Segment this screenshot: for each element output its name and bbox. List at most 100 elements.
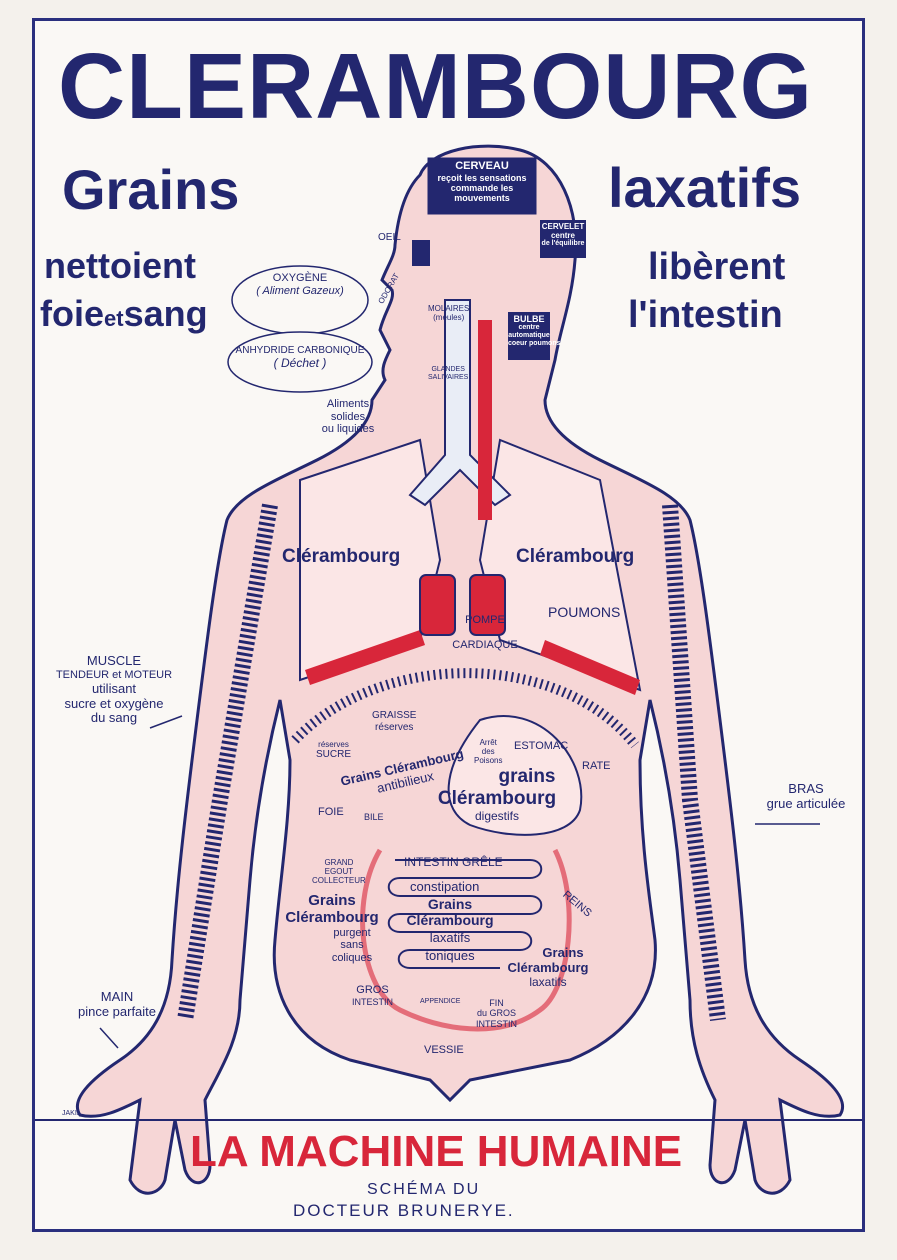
reserves-line-2: SUCRE: [316, 749, 352, 761]
aliments-label: Aliments solides ou liquides: [310, 398, 386, 436]
cervelet-line-1: CERVELET: [541, 222, 585, 231]
cerveau-line-2: commande les: [450, 182, 514, 193]
anhydride-label: ANHYDRIDE CARBONIQUE ( Déchet ): [232, 345, 368, 370]
reserves-label: réserves SUCRE: [316, 740, 351, 761]
body-silhouette: [75, 144, 845, 1195]
digestifs-line-1: grains: [498, 766, 556, 787]
laxatifs-toniques-line-1: Grains: [427, 896, 473, 912]
digestifs-line-3: digestifs: [474, 808, 520, 823]
estomac-label: ESTOMAC: [514, 740, 569, 752]
appendice-label: APPENDICE: [420, 998, 461, 1005]
purgent-line-2: Clérambourg: [285, 909, 379, 927]
muscle-label: MUSCLE TENDEUR et MOTEUR utilisant sucre…: [38, 653, 190, 726]
left-line-2-foie: foie: [40, 293, 105, 334]
purgent-label: Grains Clérambourg purgent sans coliques: [280, 892, 384, 964]
oeil-label: OEIL: [378, 232, 401, 243]
cervelet-line-3: de l'équilibre: [541, 240, 585, 248]
main-line-1: MAIN: [100, 989, 134, 1004]
signature: JAKIL: [62, 1110, 81, 1117]
arret-label: Arrêt des Poisons: [474, 738, 502, 766]
gros-intestin-label: GROS INTESTIN: [352, 984, 393, 1007]
small-intestine: [387, 859, 543, 969]
intestin-grele-label: INTESTIN GRÊLE: [404, 855, 503, 869]
pompe-line-1: POMPE: [465, 614, 505, 626]
graisse-line-2: réserves: [375, 721, 414, 733]
left-line-1: nettoient: [44, 245, 196, 286]
laxatifs-toniques-line-4: toniques: [425, 948, 475, 964]
anhydride-line-1: ANHYDRIDE CARBONIQUE: [235, 345, 365, 356]
arret-line-1: Arrêt: [479, 738, 497, 747]
stomach: [447, 715, 583, 836]
grand-egout-line-2: EGOUT: [324, 867, 354, 877]
aliments-line-1: Aliments: [326, 398, 370, 410]
foie-label: FOIE: [318, 806, 344, 818]
bras-line-2: grue articulée: [766, 795, 846, 811]
graisse-line-1: GRAISSE: [372, 710, 417, 721]
right-arm-beam: [662, 504, 726, 1022]
arret-line-2: des: [481, 747, 495, 757]
cervelet-label: CERVELET centre de l'équilibre: [540, 222, 586, 248]
left-headline: Grains: [62, 158, 240, 221]
bile-label: BILE: [364, 812, 384, 822]
digestifs-line-2: Clérambourg: [437, 787, 557, 809]
rate-label: RATE: [582, 760, 611, 772]
gros-intestin-line-2: INTESTIN: [352, 996, 394, 1007]
eye-lens: [412, 240, 430, 266]
pompe-line-2: CARDIAQUE: [452, 638, 518, 651]
laxatifs-right-line-2: Clérambourg: [507, 959, 589, 975]
brand-title: CLERAMBOURG: [58, 34, 813, 138]
right-lung-red-band: [540, 640, 640, 695]
main-label: MAIN pince parfaite: [62, 989, 172, 1020]
trachea: [408, 299, 512, 507]
laxatifs-toniques-label: Grains Clérambourg laxatifs toniques: [398, 896, 502, 964]
bulbe-panel: [508, 312, 550, 360]
aliments-line-2: solides: [330, 410, 366, 423]
molaires-label: MOLAIRES (meules): [428, 304, 469, 322]
arret-line-3: Poisons: [474, 756, 503, 766]
right-line-2: l'intestin: [628, 294, 783, 336]
fin-line-1: FIN: [489, 998, 504, 1008]
oxygene-label: OXYGÈNE ( Aliment Gazeux): [240, 272, 360, 297]
clerambourg-right-label: Clérambourg: [516, 546, 635, 567]
purgent-line-4: sans: [340, 939, 364, 952]
cerveau-line-3: mouvements: [454, 193, 510, 204]
gros-intestin-line-1: GROS: [356, 984, 389, 996]
purgent-line-1: Grains: [308, 892, 356, 909]
bras-line-1: BRAS: [788, 781, 824, 796]
muscle-line-1: MUSCLE: [86, 653, 142, 668]
glandes-line-1: GLANDES: [431, 366, 465, 373]
anhydride-line-2: ( Déchet ): [273, 355, 327, 370]
cerveau-label: CERVEAU reçoit les sensations commande l…: [430, 160, 534, 204]
digestifs-label: grains Clérambourg digestifs: [420, 766, 574, 823]
bulbe-line-4: coeur poumons: [508, 340, 561, 348]
cervelet-panel: [540, 220, 586, 258]
footer-title: LA MACHINE HUMAINE: [190, 1127, 683, 1176]
fin-label: FIN du GROS INTESTIN: [476, 998, 517, 1029]
esophagus: [478, 320, 492, 520]
constipation-label: constipation: [410, 879, 480, 894]
glandes-line-2: SALIVAIRES: [428, 374, 469, 382]
left-line-2-et: et: [104, 306, 124, 331]
bulbe-line-3: automatique: [508, 332, 550, 340]
co2-bubble: [227, 331, 373, 393]
left-line-2-sang: sang: [123, 293, 208, 334]
left-line-2: foieetsang: [40, 296, 208, 332]
glandes-label: GLANDES SALIVAIRES: [428, 366, 468, 382]
poumons-label: POUMONS: [548, 604, 621, 620]
right-headline: laxatifs: [608, 156, 801, 219]
main-arrow: [99, 1027, 119, 1049]
graisse-label: GRAISSE réserves: [372, 710, 416, 733]
right-line-1: libèrent: [648, 246, 786, 288]
laxatifs-right-line-3: laxatifs: [529, 974, 567, 989]
muscle-line-3: utilisant: [91, 680, 137, 696]
large-intestine: [360, 848, 572, 1032]
fin-line-2: du GROS: [477, 1008, 517, 1019]
heart-pump-left: [419, 574, 456, 636]
bulbe-line-1: BULBE: [513, 314, 545, 324]
footer-subtitle-2: DOCTEUR BRUNERYE.: [293, 1201, 515, 1220]
aliments-line-3: ou liquides: [321, 423, 375, 436]
oxygene-line-2: ( Aliment Gazeux): [256, 284, 344, 297]
laxatifs-toniques-line-2: Clérambourg: [406, 912, 494, 929]
